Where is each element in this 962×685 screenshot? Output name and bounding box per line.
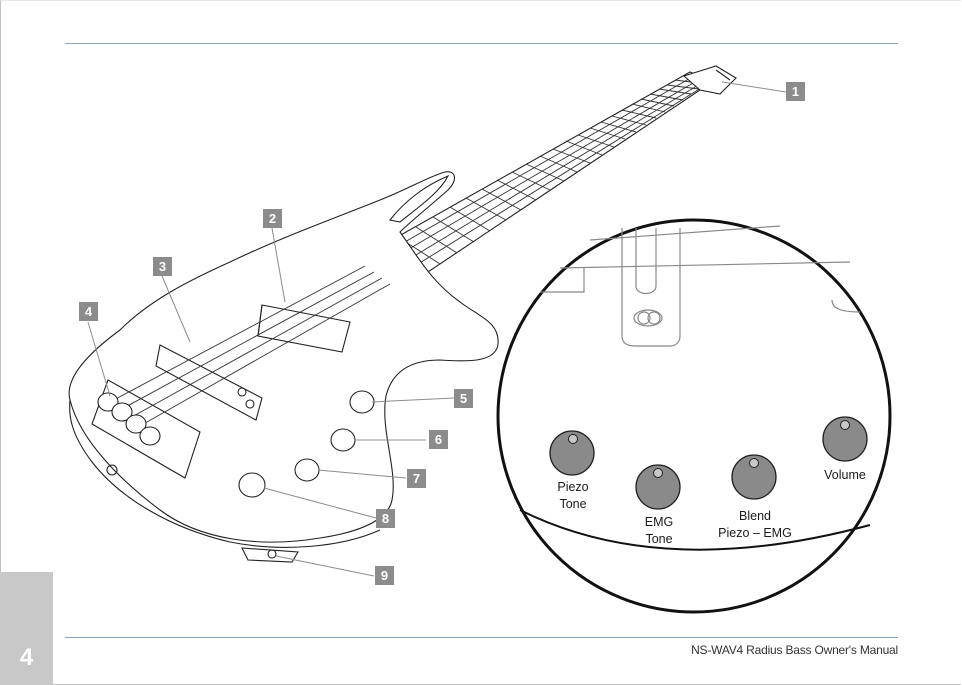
control-detail-circle: [496, 218, 892, 614]
page-number: 4: [19, 644, 34, 671]
piezo-tone-label-line1: Piezo: [557, 480, 589, 494]
callout-4: 4: [79, 302, 98, 321]
emg-tone-label: EMG Tone: [628, 514, 690, 548]
callout-5: 5: [454, 389, 473, 408]
callout-7: 7: [407, 469, 426, 488]
callout-9: 9: [375, 566, 394, 585]
blend-label-line2: Piezo – EMG: [718, 526, 792, 540]
emg-tone-label-line1: EMG: [644, 515, 674, 529]
callout-6: 6: [429, 430, 448, 449]
bass-body: [68, 171, 499, 563]
volume-label: Volume: [812, 467, 878, 484]
callout-1: 1: [786, 82, 805, 101]
piezo-tone-label: Piezo Tone: [542, 479, 604, 513]
bass-neck: [358, 65, 737, 291]
volume-label-line1: Volume: [824, 468, 866, 482]
manual-title: NS-WAV4 Radius Bass Owner's Manual: [691, 643, 898, 657]
header-rule: [65, 43, 898, 44]
piezo-tone-label-line2: Tone: [559, 497, 587, 511]
blend-label-line1: Blend: [739, 509, 771, 523]
page-number-tab: [0, 572, 53, 685]
blend-label: Blend Piezo – EMG: [710, 508, 800, 542]
footer-rule: [65, 637, 898, 638]
callout-8: 8: [376, 509, 395, 528]
emg-tone-label-line2: Tone: [645, 532, 673, 546]
callout-3: 3: [153, 257, 172, 276]
callout-2: 2: [263, 209, 282, 228]
